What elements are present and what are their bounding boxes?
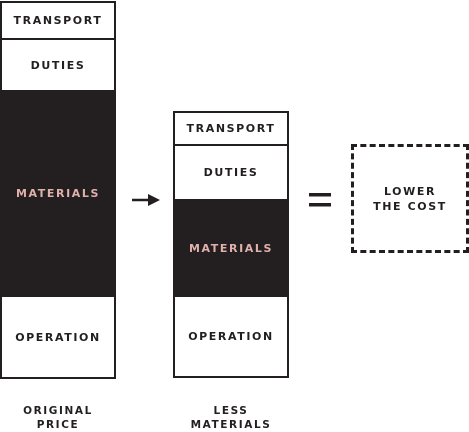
original-duties-label: DUTIES [30,58,86,72]
equals-icon [309,193,331,207]
original-materials-label: MATERIALS [15,187,101,200]
original-price-stack: TRANSPORT DUTIES MATERIALS OPERATION [0,1,116,379]
lower-cost-line2: THE COST [373,199,447,213]
original-price-caption: ORIGINAL PRICE [0,404,116,432]
lower-cost-line1: LOWER [383,184,437,198]
less-materials-segment: MATERIALS [175,199,287,297]
lower-cost-label: LOWER THE COST [373,184,447,214]
original-caption-line2: PRICE [36,419,80,431]
original-caption-line1: ORIGINAL [23,405,93,417]
lower-cost-box: LOWER THE COST [351,144,469,253]
less-materials-stack: TRANSPORT DUTIES MATERIALS OPERATION [173,111,289,378]
original-transport-segment: TRANSPORT [2,3,114,40]
less-duties-segment: DUTIES [175,146,287,199]
less-operation-segment: OPERATION [175,297,287,376]
less-transport-segment: TRANSPORT [175,113,287,146]
original-transport-label: TRANSPORT [13,14,103,27]
less-operation-label: OPERATION [188,330,274,343]
original-operation-segment: OPERATION [2,297,114,377]
less-materials-caption: LESS MATERIALS [173,404,289,432]
original-operation-label: OPERATION [15,330,101,344]
less-materials-label: MATERIALS [188,241,274,255]
original-materials-segment: MATERIALS [2,90,114,297]
original-duties-segment: DUTIES [2,40,114,90]
right-arrow-icon [132,194,160,206]
less-caption-line2: MATERIALS [190,419,272,431]
less-transport-label: TRANSPORT [186,122,276,135]
less-caption-line1: LESS [213,405,249,417]
less-duties-label: DUTIES [203,166,259,179]
